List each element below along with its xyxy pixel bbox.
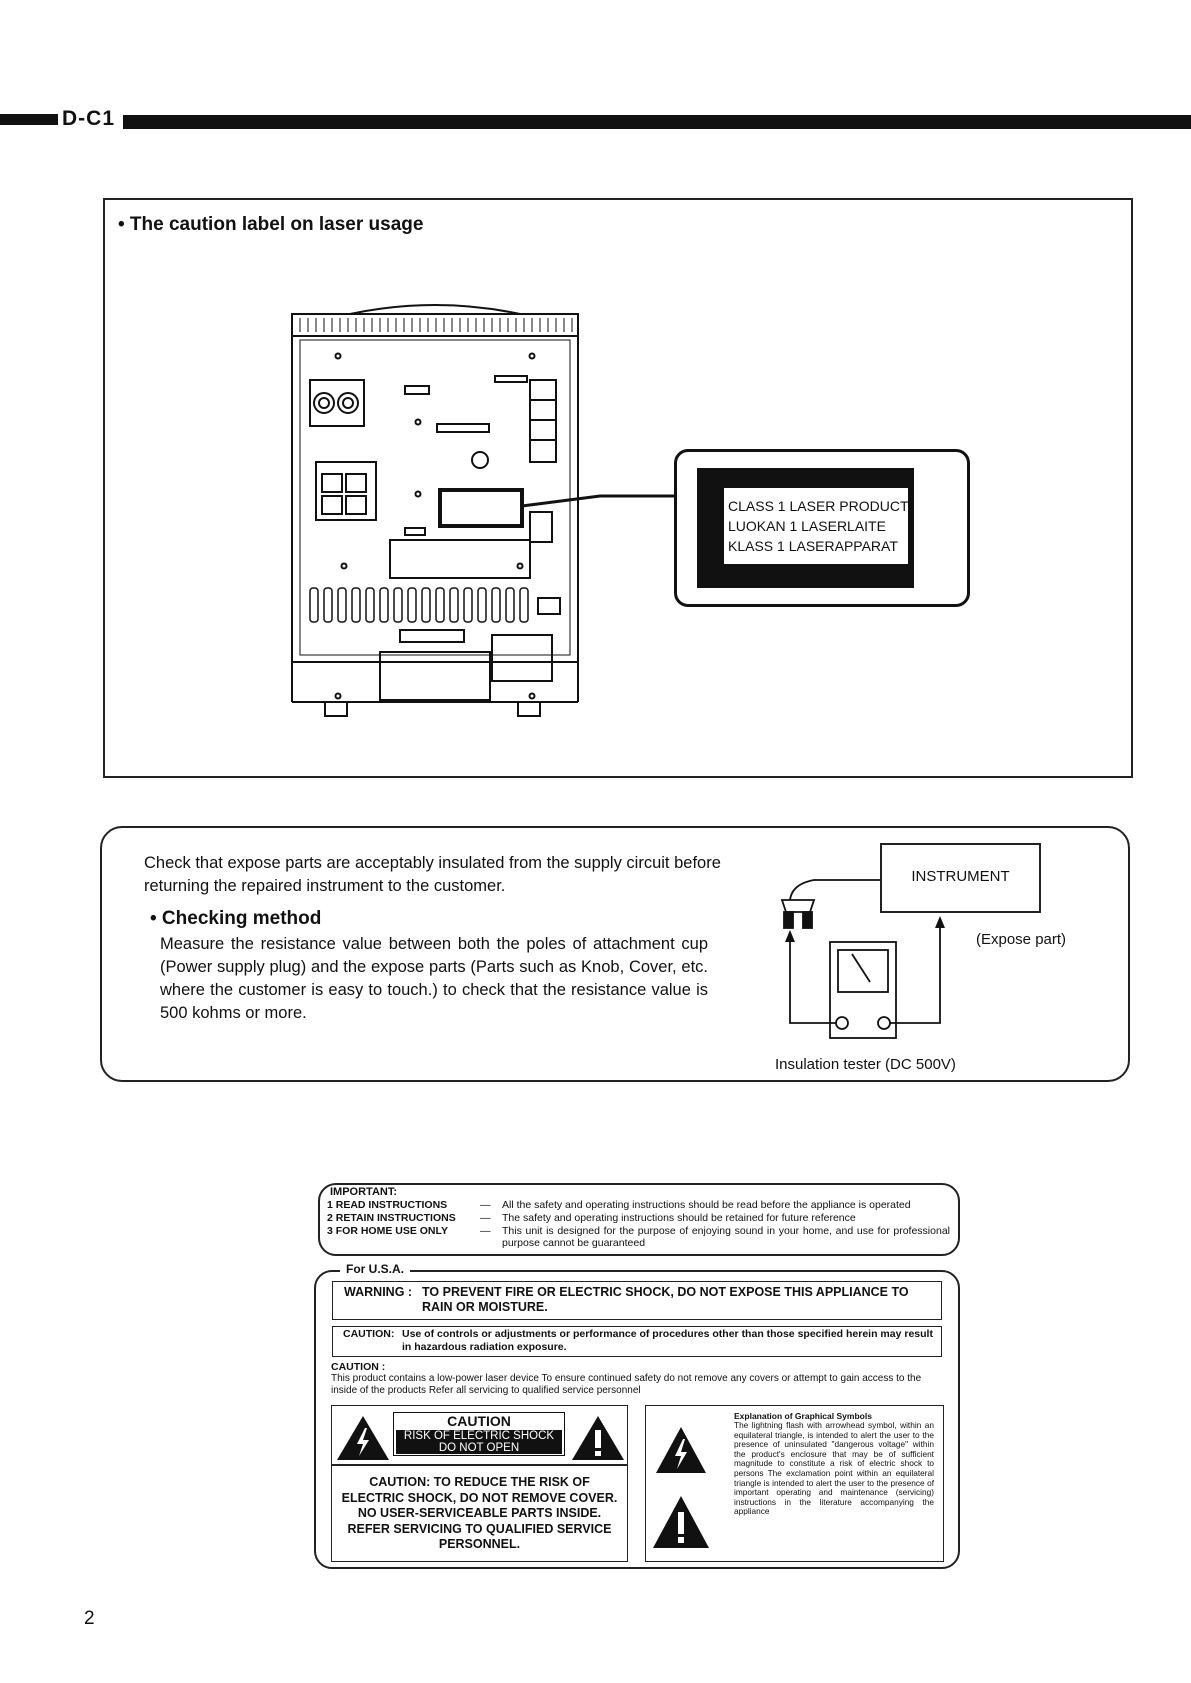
exclamation-symbol-icon: [653, 1496, 709, 1548]
important-item-1-text: All the safety and operating instruction…: [502, 1199, 911, 1211]
radiation-caution-box: [332, 1326, 942, 1357]
caution-sign-title: CAUTION: [447, 1413, 511, 1429]
laser-caution-title: CAUTION :: [331, 1361, 386, 1373]
laser-caution-text: This product contains a low-power laser …: [331, 1373, 922, 1396]
laser-section-title: • The caution label on laser usage: [118, 214, 424, 235]
model-code: D-C1: [62, 107, 116, 130]
usa-legend: For U.S.A.: [340, 1261, 411, 1277]
warning-box: [332, 1281, 942, 1320]
insulation-tester-label: Insulation tester (DC 500V): [775, 1056, 956, 1073]
insulation-check-box: [100, 826, 1130, 1082]
important-item-3-key: 3 FOR HOME USE ONLY: [327, 1225, 448, 1237]
lightning-warning-icon: [337, 1416, 389, 1460]
checking-method-body: Measure the resistance value between bot…: [160, 935, 708, 1022]
shock-panel-divider: [331, 1464, 628, 1466]
important-item-2-dash: —: [480, 1212, 491, 1224]
checking-method-heading: • Checking method: [150, 908, 322, 929]
important-box: [318, 1183, 960, 1256]
instrument-box: [880, 843, 1041, 913]
caution-sign-sub-line-2: DO NOT OPEN: [438, 1442, 520, 1454]
lightning-symbol-icon: [656, 1427, 706, 1473]
important-item-1-key: 1 READ INSTRUCTIONS: [327, 1199, 448, 1211]
exclamation-warning-icon: [572, 1416, 624, 1460]
symbol-explanation-title: Explanation of Graphical Symbols: [734, 1411, 872, 1421]
important-item-1-dash: —: [480, 1199, 491, 1211]
caution-sign-subtext: RISK OF ELECTRIC SHOCK DO NOT OPEN: [396, 1430, 562, 1454]
laser-label-line-2: LUOKAN 1 LASERLAITE: [728, 518, 886, 534]
symbol-explanation-panel: [645, 1405, 944, 1562]
important-item-3-text: This unit is designed for the purpose of…: [502, 1225, 950, 1249]
warning-text: TO PREVENT FIRE OR ELECTRIC SHOCK, DO NO…: [422, 1285, 909, 1314]
caution-sign: [393, 1412, 565, 1456]
laser-label-line-1: CLASS 1 LASER PRODUCT: [728, 498, 909, 514]
laser-label-plate: [724, 488, 908, 564]
warning-label: WARNING :: [344, 1285, 413, 1299]
usa-notice-box: [314, 1270, 960, 1569]
important-item-2-key: 2 RETAIN INSTRUCTIONS: [327, 1212, 456, 1224]
instrument-label: INSTRUMENT: [911, 868, 1010, 885]
shock-notice-text: CAUTION: TO REDUCE THE RISK OF ELECTRIC …: [341, 1475, 618, 1551]
header-block: [0, 114, 58, 125]
header-rule: [123, 115, 1191, 129]
important-item-2-text: The safety and operating instructions sh…: [502, 1212, 856, 1224]
electric-shock-panel: [331, 1405, 628, 1562]
page-number: 2: [84, 1608, 95, 1629]
insulation-intro-text: Check that expose parts are acceptably i…: [144, 854, 721, 895]
radiation-caution-text: Use of controls or adjustments or perfor…: [402, 1328, 933, 1353]
insulation-test-diagram: [780, 879, 945, 1039]
unit-rear-panel-illustration: [291, 304, 680, 717]
important-item-3-dash: —: [480, 1225, 491, 1237]
laser-label-line-3: KLASS 1 LASERAPPARAT: [728, 538, 898, 554]
radiation-caution-label: CAUTION:: [343, 1328, 395, 1340]
laser-caution-box: [103, 198, 1133, 778]
important-title: IMPORTANT:: [330, 1186, 398, 1198]
symbol-explanation-text: The lightning flash with arrowhead symbo…: [734, 1420, 934, 1517]
expose-part-label: (Expose part): [976, 931, 1067, 948]
caution-sign-sub-line-1: RISK OF ELECTRIC SHOCK: [403, 1430, 555, 1442]
